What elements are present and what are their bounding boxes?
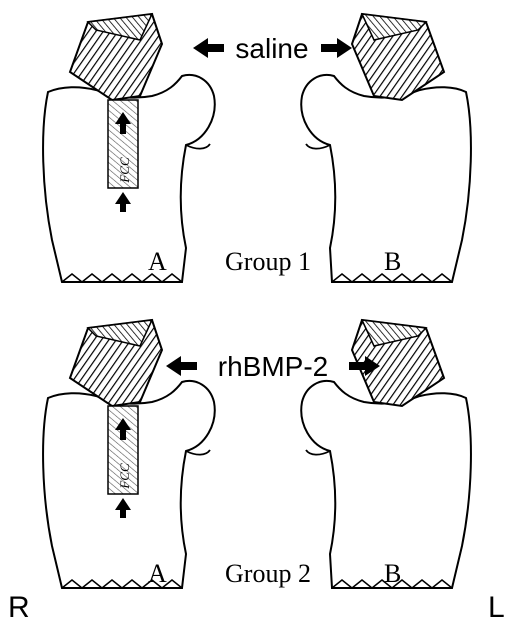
left-arrow-icon [166, 356, 197, 376]
core-label: FCC [117, 463, 132, 490]
core-label: FCC [117, 157, 132, 184]
left-arrow-icon [193, 38, 224, 58]
group-label: Group 2 [225, 559, 311, 588]
femur-b-label: B [384, 559, 401, 588]
side-label-left: L [488, 591, 505, 624]
femur-b-label: B [384, 247, 401, 276]
right-arrow-icon [321, 38, 352, 58]
femur-a-label: A [148, 559, 167, 588]
group-2-panel: rhBMP-2 FCC A Group 2 B [43, 320, 471, 588]
femur-b-drawing [301, 14, 471, 282]
femur-a-label: A [148, 247, 167, 276]
group-label: Group 1 [225, 247, 311, 276]
side-label-right: R [8, 591, 30, 624]
agent-label: rhBMP-2 [218, 351, 328, 382]
agent-label: saline [235, 33, 308, 64]
group-1-panel: saline FCC A Group 1 B [43, 14, 471, 282]
